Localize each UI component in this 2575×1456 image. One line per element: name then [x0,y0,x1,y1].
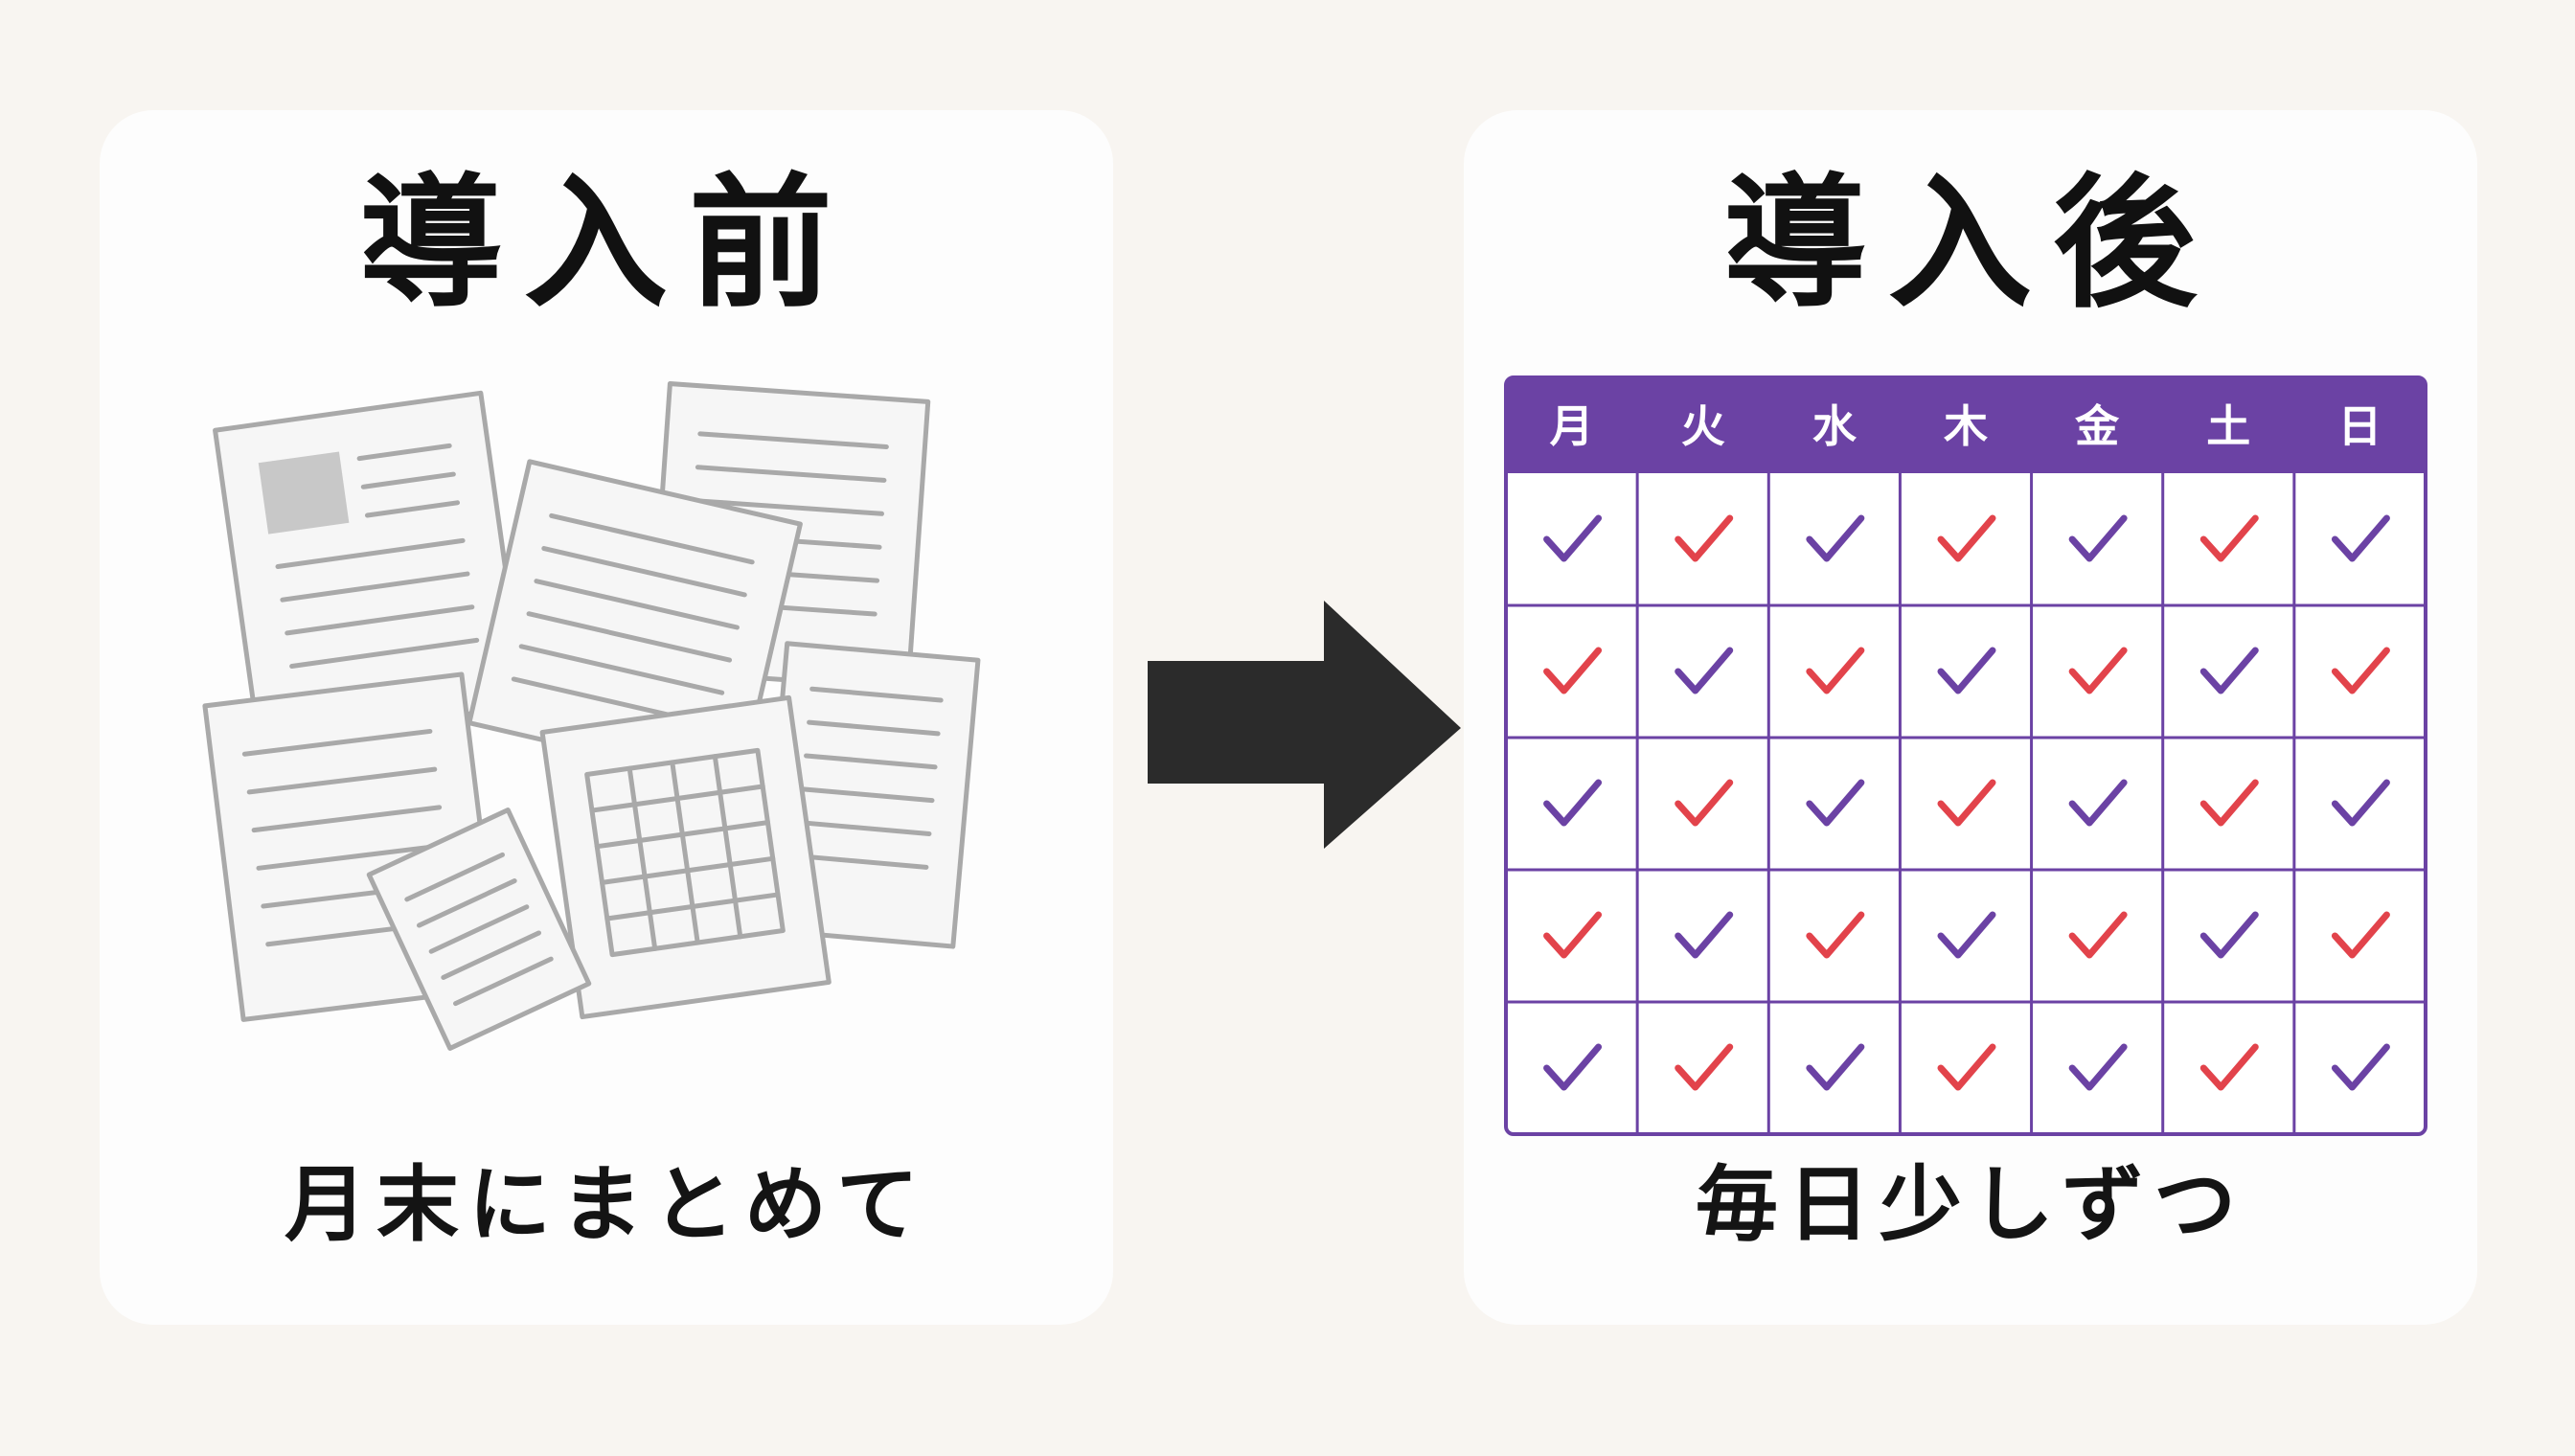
after-caption: 毎日少しずつ [1695,1157,2246,1253]
calendar-frame [1504,375,2427,1136]
day-label: 日 [2337,400,2381,452]
check-icon [2331,1043,2390,1091]
check-icon [1937,647,1996,694]
check-icon [1675,779,1734,827]
check-icon [2331,647,2390,694]
after-title: 導入後 [1722,161,2218,328]
check-icon [2068,779,2128,827]
check-icon [1675,647,1734,694]
check-icon [1543,1043,1603,1091]
check-icon [1937,1043,1996,1091]
check-icon [2068,1043,2128,1091]
day-label: 木 [1944,400,1988,452]
right-arrow-icon [1148,601,1461,849]
check-icon [2331,514,2390,562]
day-label: 火 [1681,400,1725,452]
check-icon [1543,514,1603,562]
check-icon [1675,514,1734,562]
day-label: 月 [1550,400,1594,452]
day-label: 水 [1812,400,1857,452]
check-icon [1937,779,1996,827]
check-icon [1675,1043,1734,1091]
check-icon [2068,911,2128,959]
check-icon [1806,779,1865,827]
scattered-papers-illustration [202,381,981,1051]
check-icon [2199,779,2259,827]
check-icon [1937,911,1996,959]
check-icon [2199,911,2259,959]
paper-document [760,641,981,949]
calendar-header-base [1506,462,2426,473]
before-caption: 月末にまとめて [285,1157,928,1253]
spreadsheet-document [539,694,832,1020]
check-icon [1543,647,1603,694]
paper-document [467,459,803,788]
check-icon [1806,1043,1865,1091]
check-icon [2068,647,2128,694]
day-label: 土 [2206,400,2250,452]
check-icon [2331,779,2390,827]
check-icon [2331,911,2390,959]
check-icon [2068,514,2128,562]
check-icon [2199,647,2259,694]
before-title: 導入前 [358,161,854,328]
day-label: 金 [2074,400,2120,452]
check-icon [1806,514,1865,562]
paper-document [213,390,528,746]
check-icon [1675,911,1734,959]
check-icon [2199,514,2259,562]
check-icon [1543,911,1603,959]
paper-document [366,808,592,1051]
check-icon [1937,514,1996,562]
check-icon [1806,911,1865,959]
check-icon [1806,647,1865,694]
weekly-calendar: 月火水木金土日 [1504,375,2427,1136]
calendar-header [1506,377,2426,473]
check-icon [1543,779,1603,827]
check-icon [2199,1043,2259,1091]
